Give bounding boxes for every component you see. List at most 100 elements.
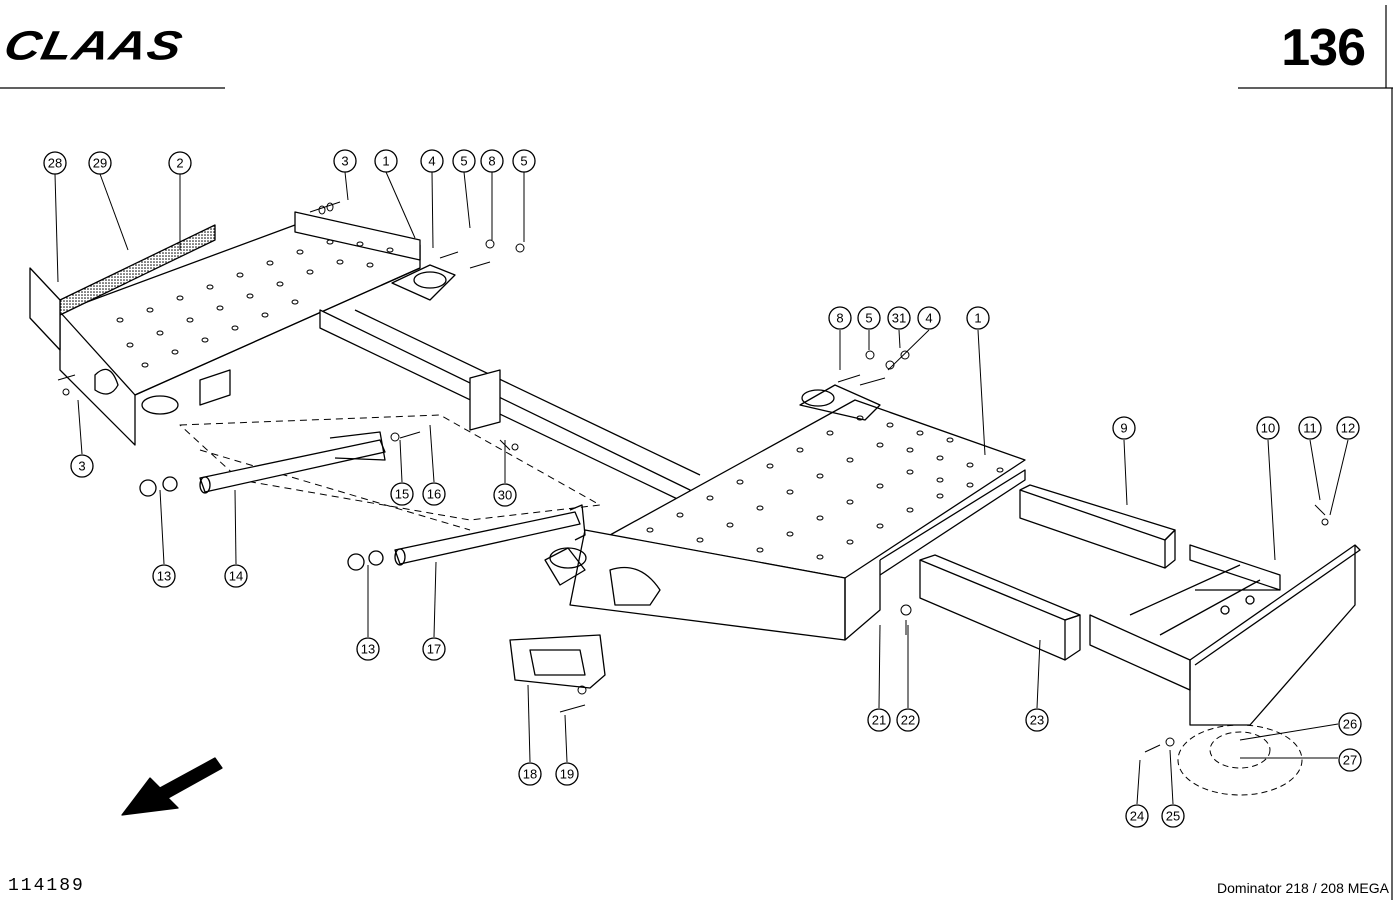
callout-5: 5: [512, 149, 536, 173]
callout-24: 24: [1125, 804, 1149, 828]
callout-label: 3: [78, 459, 85, 474]
callout-circle: [1338, 712, 1362, 736]
callout-label: 5: [865, 311, 872, 326]
ring-26-27: [1177, 724, 1303, 796]
callout-circle: [390, 482, 414, 506]
callout-circle: [420, 149, 444, 173]
callout-9: 9: [1112, 416, 1136, 440]
callout-circle: [1256, 416, 1280, 440]
strut-17: [394, 504, 586, 566]
callout-label: 26: [1343, 717, 1357, 732]
callout-label: 23: [1030, 713, 1044, 728]
strut-14: [199, 431, 386, 494]
cross-member-23: [919, 554, 1081, 661]
callout-1: 1: [966, 306, 990, 330]
callout-2: 2: [168, 151, 192, 175]
callout-circle: [1336, 416, 1360, 440]
callout-13: 13: [356, 637, 380, 661]
callout-circle: [1161, 804, 1185, 828]
central-longitudinal-beam: [199, 309, 701, 506]
callout-3: 3: [70, 454, 94, 478]
callout-4: 4: [917, 306, 941, 330]
callout-label: 18: [523, 767, 537, 782]
callout-15: 15: [390, 482, 414, 506]
bolts-and-washers: [57, 201, 1329, 753]
model-name: Dominator 218 / 208 MEGA: [1217, 880, 1389, 896]
callout-30: 30: [493, 483, 517, 507]
callout-label: 8: [488, 154, 495, 169]
callout-circle: [512, 149, 536, 173]
callout-10: 10: [1256, 416, 1280, 440]
callout-label: 4: [428, 154, 435, 169]
callout-23: 23: [1025, 708, 1049, 732]
callout-circle: [168, 151, 192, 175]
callout-label: 21: [872, 713, 886, 728]
callout-8: 8: [828, 306, 852, 330]
callout-8: 8: [480, 149, 504, 173]
callout-label: 17: [427, 642, 441, 657]
callout-circle: [966, 306, 990, 330]
callout-25: 25: [1161, 804, 1185, 828]
callout-circle: [1112, 416, 1136, 440]
callout-label: 29: [93, 156, 107, 171]
callout-circle: [43, 151, 67, 175]
callout-3: 3: [333, 149, 357, 173]
callout-label: 31: [892, 311, 906, 326]
callout-label: 24: [1130, 809, 1144, 824]
callout-circle: [1298, 416, 1322, 440]
callout-circle: [374, 149, 398, 173]
callout-29: 29: [88, 151, 112, 175]
callout-18: 18: [518, 762, 542, 786]
front-platform-part: [29, 211, 456, 446]
callout-label: 19: [560, 767, 574, 782]
callout-11: 11: [1298, 416, 1322, 440]
rear-frame-10: [1089, 544, 1361, 726]
callout-circle: [857, 306, 881, 330]
callout-circle: [887, 306, 911, 330]
callout-label: 5: [520, 154, 527, 169]
callout-circle: [333, 149, 357, 173]
callout-22: 22: [896, 708, 920, 732]
callout-circle: [224, 564, 248, 588]
callout-circle: [422, 637, 446, 661]
callout-4: 4: [420, 149, 444, 173]
callout-label: 13: [361, 642, 375, 657]
cross-member-9: [1019, 484, 1176, 569]
callout-circle: [422, 482, 446, 506]
callout-12: 12: [1336, 416, 1360, 440]
callout-circle: [867, 708, 891, 732]
callout-5: 5: [452, 149, 476, 173]
callout-circle: [1338, 748, 1362, 772]
callout-label: 11: [1303, 421, 1317, 436]
callout-5: 5: [857, 306, 881, 330]
callout-circle: [152, 564, 176, 588]
callout-31: 31: [887, 306, 911, 330]
callout-label: 2: [176, 156, 183, 171]
callout-17: 17: [422, 637, 446, 661]
callout-label: 14: [229, 569, 243, 584]
callout-circle: [555, 762, 579, 786]
platform-holes-left: [116, 239, 394, 368]
callout-label: 4: [925, 311, 932, 326]
callout-21: 21: [867, 708, 891, 732]
frame-lines: [0, 5, 1393, 900]
drawing-number: 114189: [8, 876, 85, 896]
callout-label: 15: [395, 487, 409, 502]
callout-circle: [493, 483, 517, 507]
callout-16: 16: [422, 482, 446, 506]
callout-14: 14: [224, 564, 248, 588]
callout-1: 1: [374, 149, 398, 173]
callout-circle: [356, 637, 380, 661]
callout-label: 22: [901, 713, 915, 728]
callout-label: 25: [1166, 809, 1180, 824]
callout-circle: [70, 454, 94, 478]
leader-lines: [54, 171, 1349, 805]
callout-label: 1: [382, 154, 389, 169]
callout-label: 27: [1343, 753, 1357, 768]
callout-27: 27: [1338, 748, 1362, 772]
mounting-plate-18: [509, 634, 606, 689]
direction-arrow-icon: [121, 757, 223, 816]
